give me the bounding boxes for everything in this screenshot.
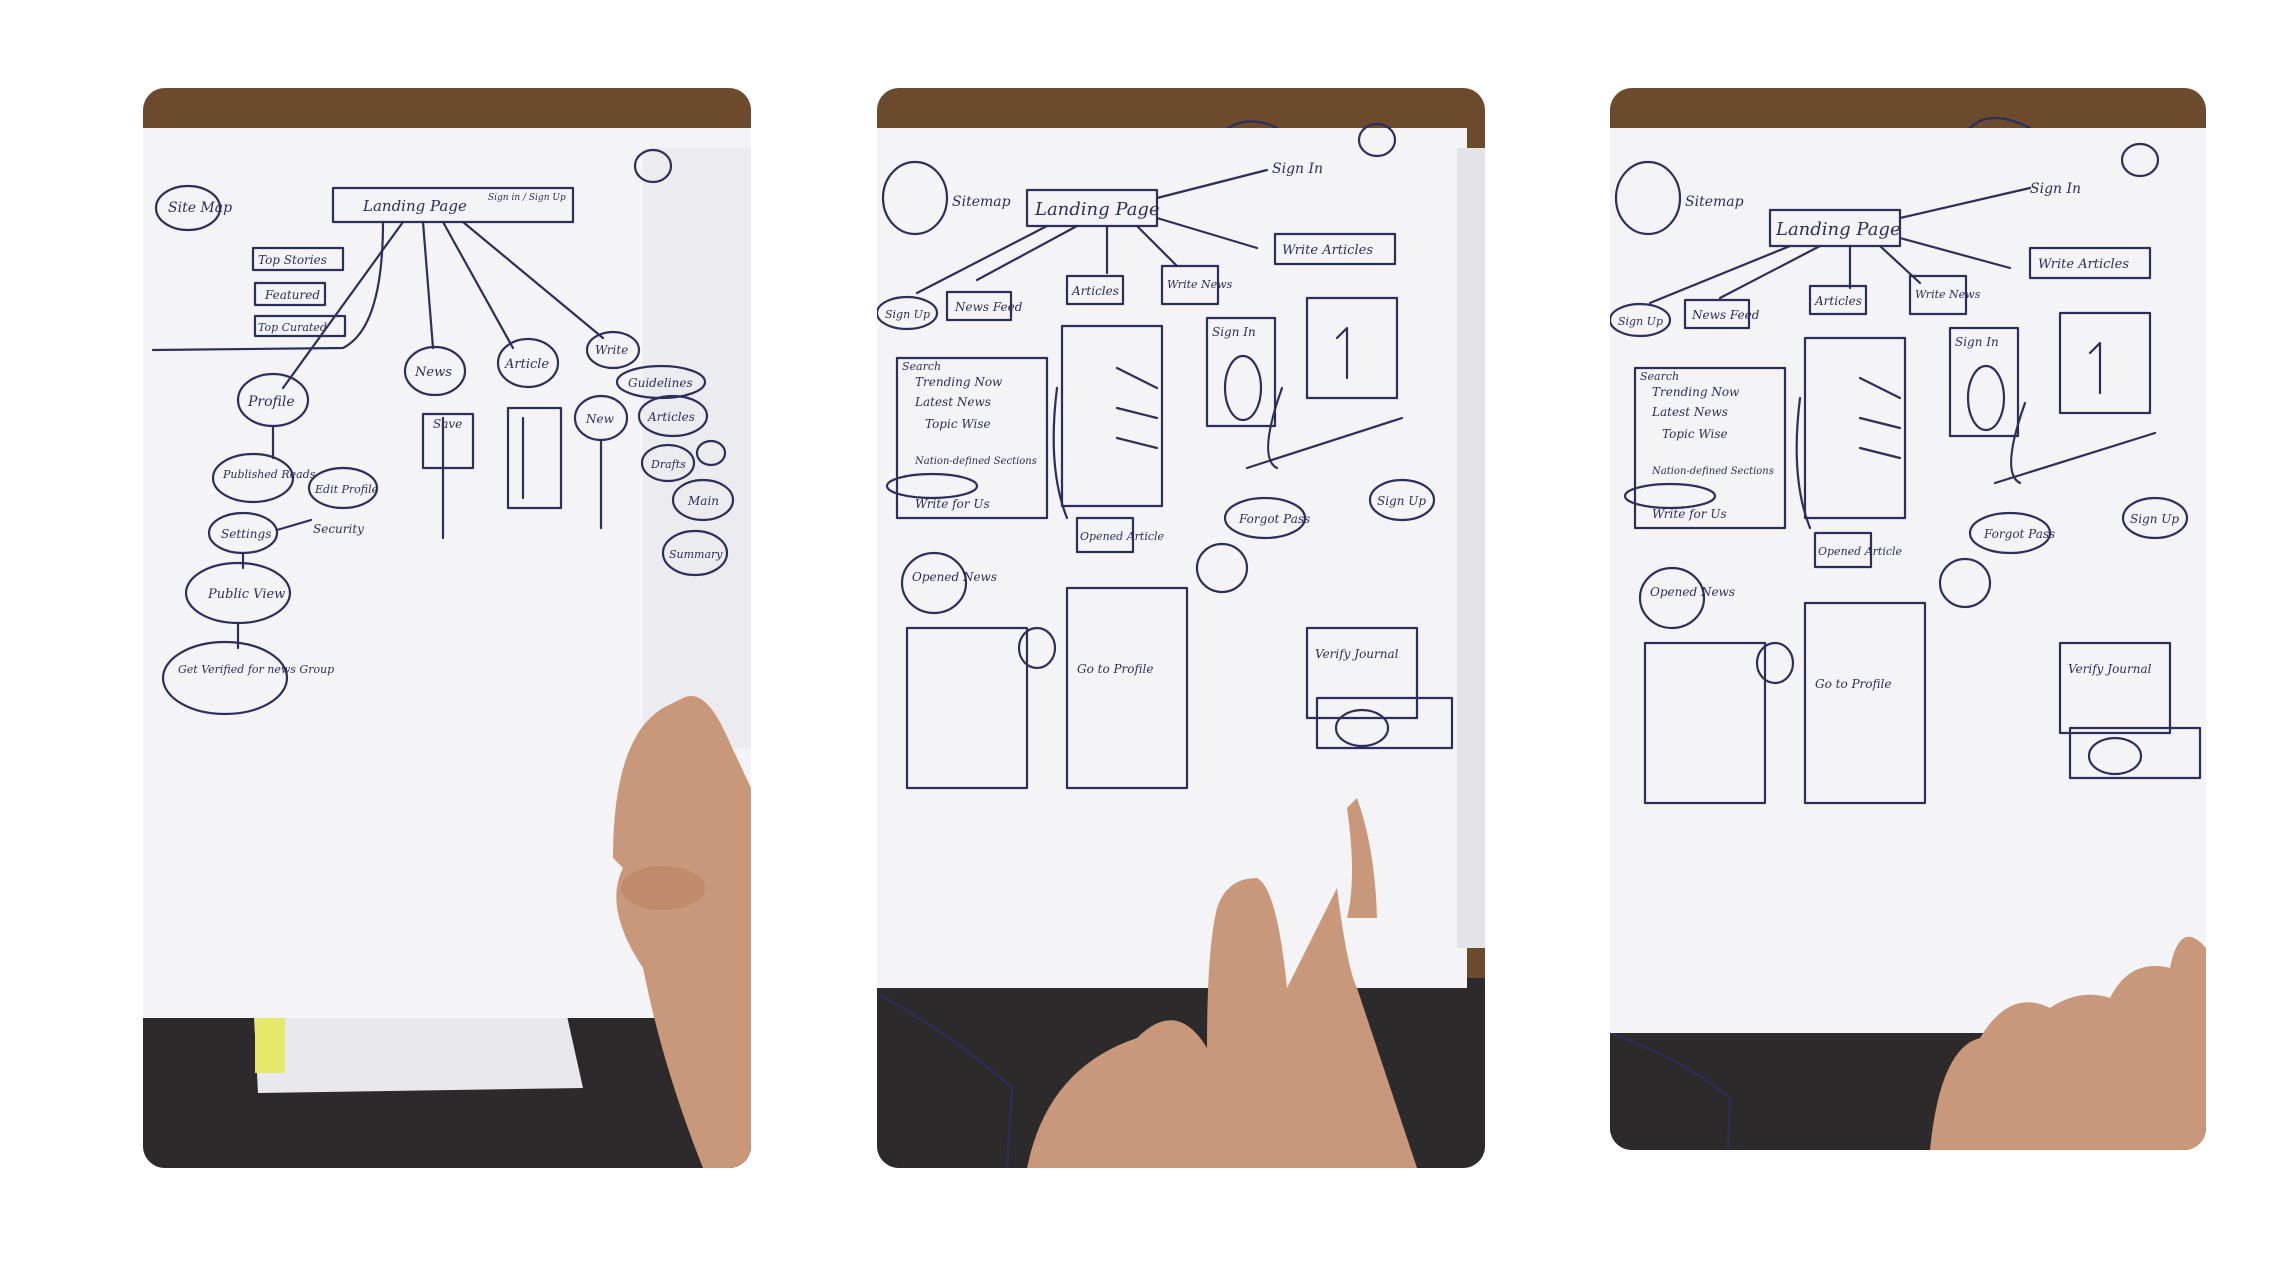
signup2-label: Sign Up: [1377, 494, 1426, 508]
forgot-label: Forgot Pass: [1238, 512, 1310, 526]
top-curated-label: Top Curated: [258, 321, 327, 334]
write-label: Write: [595, 343, 628, 357]
sketch-photo-1-svg: Site Map Landing Page Sign in / Sign Up …: [143, 88, 751, 1168]
sign-up-label: Sign Up: [1618, 315, 1663, 328]
write-for-us-label: Write for Us: [1652, 507, 1727, 521]
save-label: Save: [433, 417, 462, 431]
open-article-label: Opened Article: [1818, 545, 1903, 558]
goto-profile-label: Go to Profile: [1077, 662, 1153, 676]
write-news-label: Write News: [1915, 288, 1981, 301]
topic-wise-label: Topic Wise: [925, 417, 991, 431]
edit-profile-label: Edit Profile: [314, 483, 379, 496]
sitemap-sketch-1: Site Map Landing Page Sign in / Sign Up …: [151, 148, 735, 716]
white-cable-top: [1968, 117, 2032, 130]
white-cable: [1610, 1031, 1732, 1150]
lower-paper-stack: [253, 998, 583, 1093]
search-label: Search: [902, 360, 941, 373]
trending-label: Trending Now: [1652, 385, 1740, 399]
sketch-photo-3: Sitemap Landing Page Sign In Sign Up New…: [1610, 88, 2206, 1150]
articles-label: Articles: [647, 410, 695, 424]
white-cable: [877, 991, 1014, 1168]
latest-label: Latest News: [914, 395, 991, 409]
hand-right: [1930, 936, 2206, 1150]
drafts-label: Drafts: [650, 458, 686, 471]
open-news-label: Opened News: [912, 570, 997, 584]
news-label: News: [414, 365, 452, 380]
main-label: Main: [687, 494, 719, 508]
open-news-label: Opened News: [1650, 585, 1735, 599]
sketch-photo-3-svg: Sitemap Landing Page Sign In Sign Up New…: [1610, 88, 2206, 1150]
thumb: [621, 866, 705, 910]
search-label: Search: [1640, 370, 1679, 383]
paper-sheet: [877, 128, 1467, 988]
landing-label: Landing Page: [1775, 219, 1901, 240]
articles-label: Articles: [1071, 284, 1119, 298]
public-view-label: Public View: [207, 587, 285, 602]
signin-label: Sign in / Sign Up: [488, 193, 566, 203]
nation-label: Nation-defined Sections: [914, 456, 1037, 467]
signin-box-label: Sign In: [1212, 325, 1256, 339]
get-verified-label: Get Verified for news Group: [178, 663, 334, 676]
sitemap-sketch-2: Sitemap Landing Page Sign In Sign Up New…: [877, 122, 1454, 790]
trending-label: Trending Now: [915, 375, 1003, 389]
signin-label: Sign In: [2030, 181, 2081, 197]
write-news-label: Write News: [1167, 278, 1233, 291]
sketch-photo-2-svg: Sitemap Landing Page Sign In Sign Up New…: [877, 88, 1485, 1168]
finger: [1347, 798, 1377, 918]
topic-wise-label: Topic Wise: [1662, 427, 1728, 441]
sitemap-label: Sitemap: [952, 194, 1011, 210]
sitemap-label: Site Map: [168, 200, 232, 216]
news-feed-label: News Feed: [1691, 308, 1760, 322]
nation-label: Nation-defined Sections: [1651, 466, 1774, 477]
landing-label: Landing Page: [362, 197, 467, 215]
sitemap-sketch-3: Sitemap Landing Page Sign In Sign Up New…: [1610, 142, 2202, 805]
hand-right: [613, 696, 751, 1168]
paper-edge: [1457, 148, 1485, 948]
sketch-photo-2: Sitemap Landing Page Sign In Sign Up New…: [877, 88, 1485, 1168]
sign-up-label: Sign Up: [885, 308, 930, 321]
featured-label: Featured: [264, 288, 320, 302]
top-stories-label: Top Stories: [258, 253, 327, 267]
security-label: Security: [313, 522, 364, 536]
signup2-label: Sign Up: [2130, 512, 2179, 526]
sketch-photo-1: Site Map Landing Page Sign in / Sign Up …: [143, 88, 751, 1168]
signin-box-label: Sign In: [1955, 335, 1999, 349]
goto-profile-label: Go to Profile: [1815, 677, 1891, 691]
signin-label: Sign In: [1272, 161, 1323, 177]
summary-label: Summary: [669, 548, 723, 561]
latest-label: Latest News: [1651, 405, 1728, 419]
article-label: Article: [504, 357, 549, 372]
hand-bottom: [1027, 878, 1417, 1168]
open-article-label: Opened Article: [1080, 530, 1165, 543]
write-articles-label: Write Articles: [1282, 243, 1373, 258]
guidelines-label: Guidelines: [628, 376, 693, 390]
news-feed-label: News Feed: [954, 300, 1023, 314]
settings-label: Settings: [221, 527, 271, 541]
landing-label: Landing Page: [1034, 199, 1160, 220]
write-for-us-label: Write for Us: [915, 497, 990, 511]
published-label: Published Reads: [222, 468, 316, 481]
new-label: New: [585, 412, 615, 426]
write-articles-label: Write Articles: [2038, 257, 2129, 272]
profile-label: Profile: [247, 394, 295, 410]
articles-label: Articles: [1814, 294, 1862, 308]
sitemap-label: Sitemap: [1685, 194, 1744, 210]
forgot-label: Forgot Pass: [1983, 527, 2055, 541]
verify-label: Verify Journal: [1315, 647, 1399, 661]
verify-label: Verify Journal: [2068, 662, 2152, 676]
